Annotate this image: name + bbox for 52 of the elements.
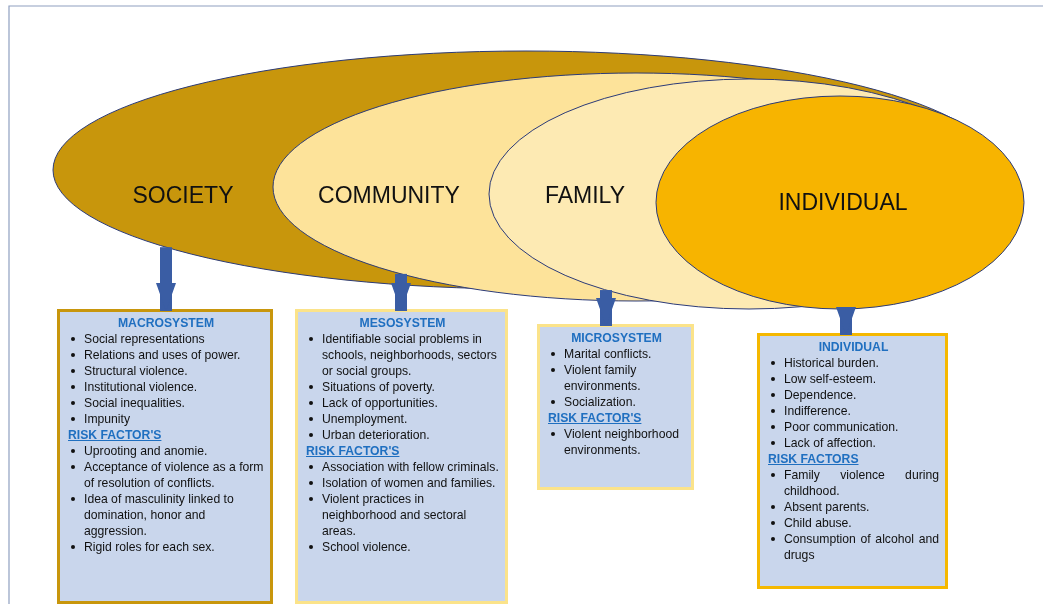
bullet-item: Historical burden.: [784, 356, 879, 370]
info-card: [295, 309, 508, 604]
level-label: SOCIETY: [132, 181, 234, 209]
bullet-item: Indifference.: [784, 404, 851, 418]
info-card: [57, 309, 273, 604]
bullet-item: Poor communication.: [784, 420, 899, 434]
bullet-item: Acceptance of violence as a form of resolution of conflicts.: [84, 460, 264, 490]
bullet-item: Lack of opportunities.: [322, 396, 438, 410]
bullet-item: Violent practices in neighborhood and sectoral areas.: [322, 492, 467, 538]
risk-heading: RISK FACTOR'S: [68, 427, 163, 443]
risk-heading: RISK FACTOR'S: [306, 443, 401, 459]
bullet-item: Structural violence.: [84, 364, 188, 378]
bullet-item: Isolation of women and families.: [322, 476, 496, 490]
down-arrow: [156, 247, 176, 311]
bullet-item: Unemployment.: [322, 412, 408, 426]
bullet-item: Marital conflicts.: [564, 347, 652, 361]
bullet-item: Child abuse.: [784, 516, 852, 530]
bullet-item: Violent family environments.: [564, 363, 641, 393]
bullet-item: Identifiable social problems in schools, neighborhoods, sectors or social groups.: [322, 332, 497, 378]
bullet-item: Family violence during childhood.: [784, 468, 939, 498]
system-heading: MESOSYSTEM: [358, 315, 447, 331]
bullet-item: Relations and uses of power.: [84, 348, 241, 362]
bullet-item: Association with fellow criminals.: [322, 460, 499, 474]
risk-heading: RISK FACTOR'S: [548, 410, 643, 426]
bullet-item: Rigid roles for each sex.: [84, 540, 215, 554]
info-card: [757, 333, 948, 589]
level-label: COMMUNITY: [318, 181, 460, 209]
bullet-item: Violent neighborhood environments.: [564, 427, 679, 457]
down-arrow: [836, 307, 856, 335]
bullet-item: Dependence.: [784, 388, 857, 402]
bullet-item: Impunity: [84, 412, 131, 426]
bullet-item: Social inequalities.: [84, 396, 185, 410]
system-heading: MACROSYSTEM: [116, 315, 216, 331]
bullet-item: Social representations: [84, 332, 205, 346]
system-heading: MICROSYSTEM: [570, 330, 663, 346]
system-heading: INDIVIDUAL: [817, 339, 890, 355]
risk-heading: RISK FACTORS: [768, 451, 860, 467]
level-label: FAMILY: [544, 181, 626, 209]
bullet-item: Low self-esteem.: [784, 372, 877, 386]
bullet-item: Urban deterioration.: [322, 428, 430, 442]
bullet-item: Consumption of alcohol and drugs: [784, 532, 939, 562]
bullet-item: Institutional violence.: [84, 380, 198, 394]
bullet-item: Absent parents.: [784, 500, 870, 514]
bullet-item: School violence.: [322, 540, 411, 554]
bullet-item: Lack of affection.: [784, 436, 876, 450]
info-card: [537, 324, 694, 490]
bullet-item: Idea of masculinity linked to domination, honor and aggression.: [84, 492, 234, 538]
level-label: INDIVIDUAL: [778, 188, 908, 216]
down-arrow: [596, 290, 616, 326]
bullet-item: Uprooting and anomie.: [84, 444, 208, 458]
bullet-item: Situations of poverty.: [322, 380, 435, 394]
bullet-item: Socialization.: [564, 395, 636, 409]
